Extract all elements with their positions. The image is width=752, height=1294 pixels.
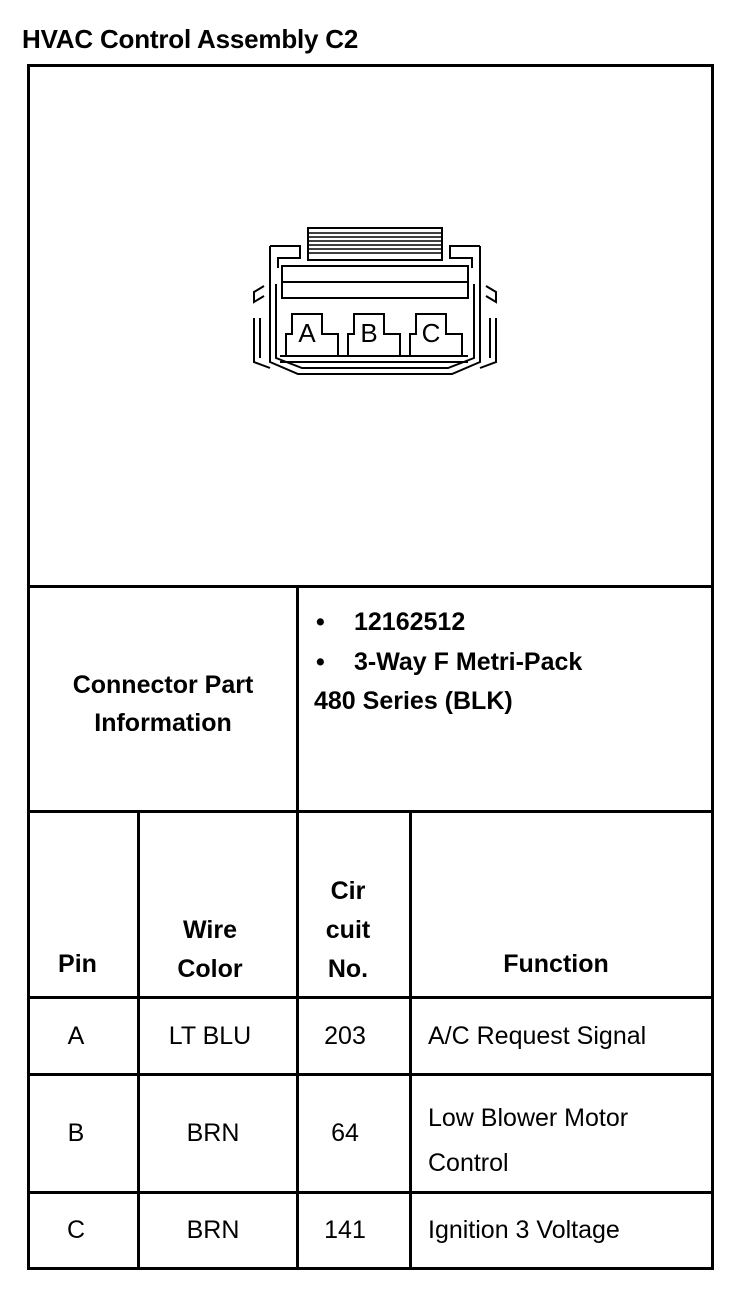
table-bottom-border bbox=[27, 1267, 713, 1270]
table-left-border bbox=[27, 64, 30, 1270]
table-right-border bbox=[711, 64, 714, 1270]
row-b-function-line1: Low Blower Motor bbox=[428, 1104, 629, 1132]
divider-info-col bbox=[296, 585, 299, 1270]
row-a-circuit: 203 bbox=[324, 1022, 366, 1050]
bullet-1: • bbox=[316, 608, 325, 636]
header-circuit-line1: Cir bbox=[330, 877, 366, 905]
pin-label-a: A bbox=[298, 318, 316, 348]
row-b-function: Low Blower Motor Control bbox=[428, 1096, 628, 1186]
connector-info-label: Connector Part Information bbox=[30, 666, 296, 742]
divider-circuit-col bbox=[409, 810, 412, 1270]
row-c-circuit: 141 bbox=[324, 1216, 366, 1244]
connector-diagram: A B C bbox=[253, 227, 497, 375]
pin-label-b: B bbox=[360, 318, 377, 348]
row-b-pin: B bbox=[67, 1119, 85, 1147]
divider-image bbox=[27, 585, 713, 588]
header-circuit-line2: cuit bbox=[325, 916, 371, 944]
divider-row-b bbox=[27, 1191, 713, 1194]
table-top-border bbox=[27, 64, 713, 67]
row-a-function: A/C Request Signal bbox=[428, 1022, 647, 1050]
row-b-function-line2: Control bbox=[428, 1149, 509, 1177]
connector-info-label-line1: Connector Part bbox=[72, 671, 254, 699]
header-wire-line1: Wire bbox=[183, 916, 237, 944]
description-line2: 480 Series (BLK) bbox=[314, 687, 513, 715]
divider-row-a bbox=[27, 1073, 713, 1076]
description-item: • 3-Way F Metri-Pack bbox=[316, 648, 582, 677]
row-c-wire-color: BRN bbox=[186, 1216, 240, 1244]
header-wire-color: Wire Color bbox=[140, 911, 280, 989]
divider-info bbox=[27, 810, 713, 813]
description-line1: 3-Way F Metri-Pack bbox=[354, 648, 583, 676]
part-number-item: • 12162512 bbox=[316, 608, 465, 637]
header-pin: Pin bbox=[58, 950, 97, 978]
row-c-pin: C bbox=[66, 1216, 86, 1244]
row-b-wire-color: BRN bbox=[186, 1119, 240, 1147]
pin-label-c: C bbox=[422, 318, 441, 348]
divider-pin-col bbox=[137, 810, 140, 1270]
header-wire-line2: Color bbox=[177, 955, 243, 983]
connector-info-label-line2: Information bbox=[94, 709, 232, 737]
row-c-function: Ignition 3 Voltage bbox=[428, 1216, 620, 1244]
part-number: 12162512 bbox=[354, 608, 466, 636]
row-a-pin: A bbox=[67, 1022, 85, 1050]
header-circuit-line3: No. bbox=[327, 955, 369, 983]
bullet-2: • bbox=[316, 648, 325, 676]
header-function: Function bbox=[503, 950, 609, 978]
header-circuit: Cir cuit No. bbox=[299, 872, 397, 989]
divider-header bbox=[27, 996, 713, 999]
page-title: HVAC Control Assembly C2 bbox=[22, 24, 359, 54]
row-a-wire-color: LT BLU bbox=[168, 1022, 252, 1050]
row-b-circuit: 64 bbox=[331, 1119, 359, 1147]
